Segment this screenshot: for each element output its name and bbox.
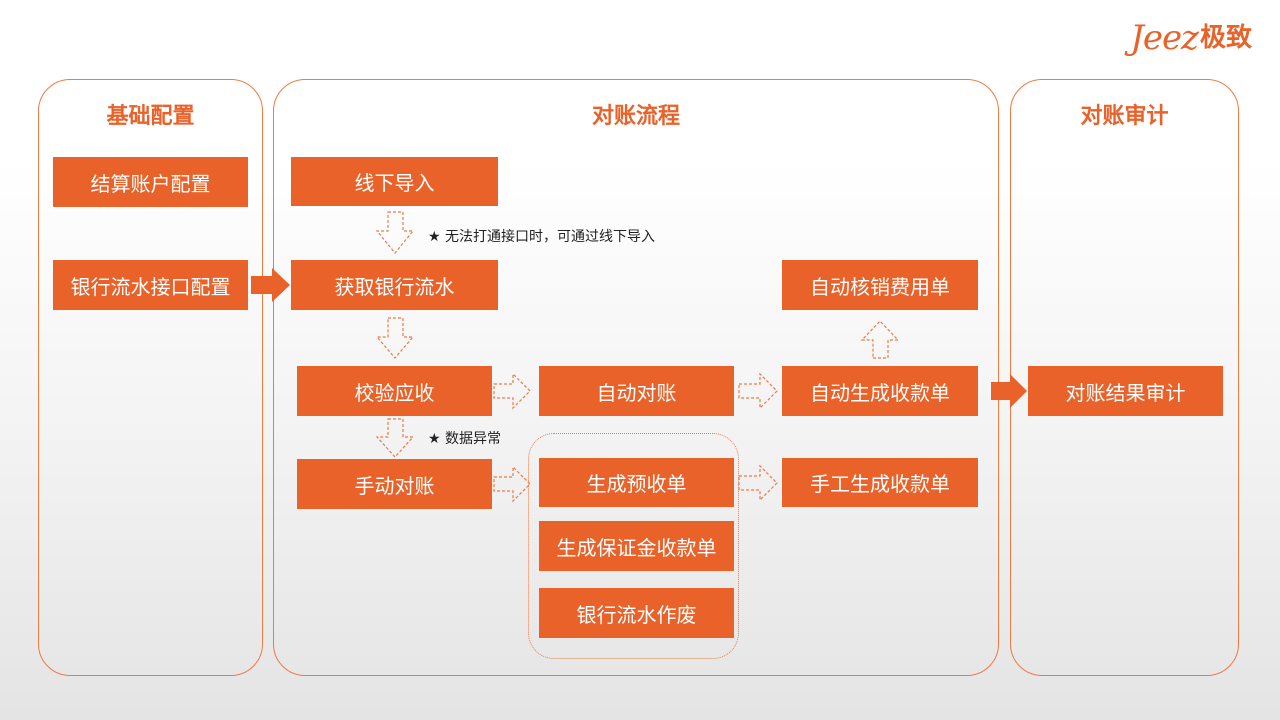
arrow-down-bankflow-to-check: [375, 317, 415, 359]
arrow-right-auto-to-receipt: [738, 372, 778, 410]
box-manual-gen-receipt: 手工生成收款单: [782, 458, 978, 507]
box-manual-reconcile: 手动对账: [297, 459, 492, 509]
arrow-right-manual-to-docs: [493, 465, 531, 503]
arrow-down-offline-to-bankflow: [375, 211, 415, 254]
jeez-logo: Jeez 极致: [1130, 14, 1252, 58]
box-bank-flow-api-config: 银行流水接口配置: [53, 260, 248, 310]
box-check-receivable: 校验应收: [297, 366, 492, 416]
note-star-icon: ★: [428, 229, 441, 245]
box-auto-writeoff-expense: 自动核销费用单: [782, 260, 978, 310]
box-auto-gen-receipt: 自动生成收款单: [782, 366, 978, 416]
arrow-solid-flow-to-audit: [991, 374, 1027, 408]
box-gen-advance-receipt: 生成预收单: [539, 458, 734, 507]
arrow-right-docs-to-manual-receipt: [738, 464, 778, 502]
note-data-abnormal-text: 数据异常: [445, 431, 502, 447]
generated-docs-group: [528, 433, 739, 659]
panel-title-reconcile-audit: 对账审计: [1080, 104, 1169, 129]
panel-basic-config: 基础配置: [38, 79, 263, 676]
box-gen-deposit-receipt: 生成保证金收款单: [539, 521, 734, 571]
logo-text-en: Jeez: [1130, 18, 1199, 58]
box-offline-import: 线下导入: [291, 157, 498, 206]
note-data-abnormal: ★ 数据异常: [428, 428, 501, 448]
note-star-icon: ★: [428, 431, 441, 447]
note-offline-import: ★ 无法打通接口时，可通过线下导入: [428, 226, 655, 246]
box-settle-account-config: 结算账户配置: [53, 157, 248, 207]
box-auto-reconcile: 自动对账: [539, 366, 734, 416]
box-reconcile-result-audit: 对账结果审计: [1028, 366, 1223, 416]
arrow-solid-config-to-flow: [251, 268, 290, 302]
box-get-bank-flow: 获取银行流水: [291, 260, 498, 310]
logo-text-cn: 极致: [1199, 23, 1252, 53]
arrow-down-check-to-manual: [375, 418, 415, 458]
arrow-up-receipt-to-writeoff: [860, 320, 900, 359]
box-void-bank-flow: 银行流水作废: [539, 588, 734, 638]
panel-reconcile-flow: 对账流程: [273, 79, 999, 676]
panel-title-reconcile-flow: 对账流程: [591, 104, 680, 129]
panel-title-basic-config: 基础配置: [106, 104, 195, 129]
arrow-right-check-to-auto: [493, 372, 531, 410]
note-offline-import-text: 无法打通接口时，可通过线下导入: [445, 229, 656, 245]
